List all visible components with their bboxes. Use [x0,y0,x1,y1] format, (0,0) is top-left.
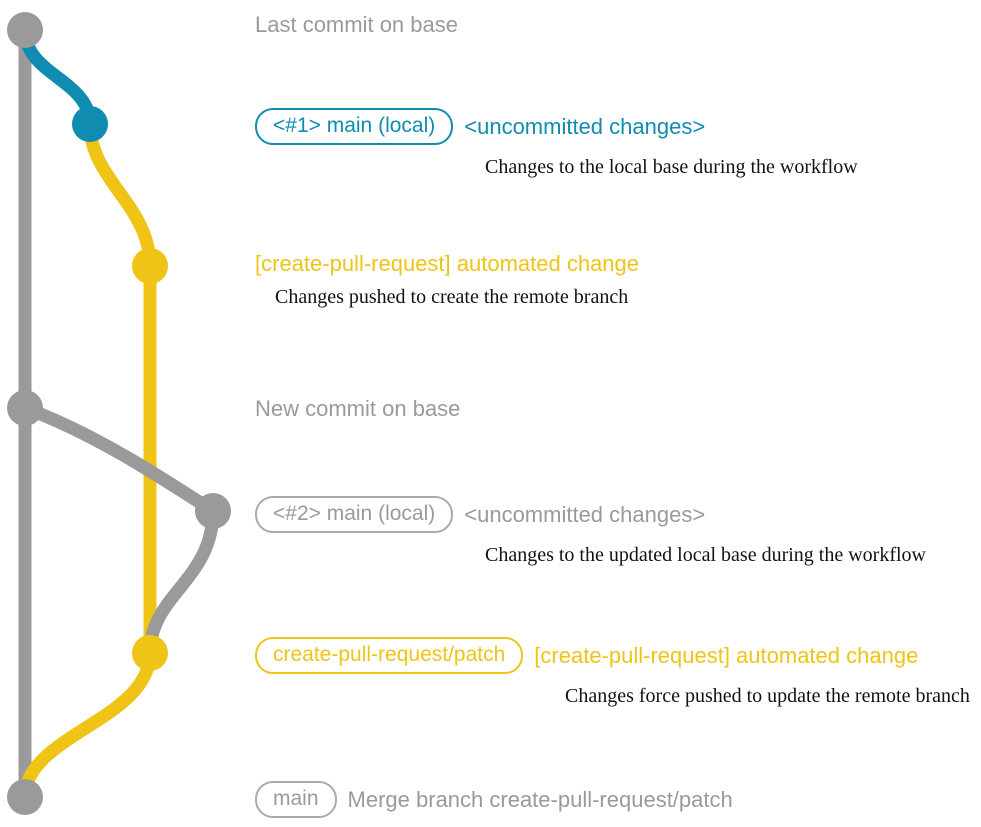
commit-note-local-uncommitted-1: Changes to the local base during the wor… [485,156,858,178]
commit-subject-last-commit-on-base: Last commit on base [255,12,458,37]
commit-node-new-commit-on-base[interactable] [7,390,43,426]
commit-subject-local-uncommitted-1: <uncommitted changes> [464,113,706,139]
commit-row-local-uncommitted-1: <#1> main (local) <uncommitted changes> Ch… [255,108,858,177]
ref-badge-merge-commit[interactable]: main [255,781,337,818]
commit-node-local-uncommitted-1[interactable] [72,106,108,142]
graph-edge [18,401,220,518]
commit-row-merge-commit: main Merge branch create-pull-request/pat… [255,781,733,818]
commit-node-local-uncommitted-2[interactable] [195,493,231,529]
commit-row-local-uncommitted-2: <#2> main (local) <uncommitted changes> Ch… [255,496,926,565]
commit-subject-local-uncommitted-2: <uncommitted changes> [464,501,706,527]
commit-row-head: main Merge branch create-pull-request/pat… [255,781,733,818]
commit-subject-merge-commit: Merge branch create-pull-request/patch [347,786,733,812]
commit-row-head: create-pull-request/patch [create-pull-re… [255,637,970,674]
commit-row-head: Last commit on base [255,14,458,36]
commit-row-head: <#1> main (local) <uncommitted changes> [255,108,858,145]
commit-row-automated-change-force-push: create-pull-request/patch [create-pull-re… [255,637,970,706]
commit-row-head: New commit on base [255,398,460,420]
ref-badge-local-uncommitted-2[interactable]: <#2> main (local) [255,496,454,533]
ref-badge-local-uncommitted-1[interactable]: <#1> main (local) [255,108,454,145]
commit-node-merge-commit[interactable] [7,779,43,815]
graph-edge [18,646,157,804]
ref-badge-automated-change-force-push[interactable]: create-pull-request/patch [255,637,524,674]
commit-note-automated-change-create: Changes pushed to create the remote bran… [275,286,629,308]
commit-node-automated-change-force-push[interactable] [132,635,168,671]
commit-row-head: [create-pull-request] automated change [255,253,639,275]
graph-nodes [7,12,231,815]
commit-row-head: <#2> main (local) <uncommitted changes> [255,496,926,533]
commit-subject-automated-change-force-push: [create-pull-request] automated change [534,642,919,668]
commit-note-automated-change-force-push: Changes force pushed to update the remot… [565,685,970,707]
graph-edge [83,117,157,273]
commit-row-last-commit-on-base: Last commit on base [255,14,458,36]
commit-subject-automated-change-create: [create-pull-request] automated change [255,251,640,276]
commit-subject-new-commit-on-base: New commit on base [255,396,461,421]
commit-node-automated-change-create[interactable] [132,248,168,284]
commit-row-new-commit-on-base: New commit on base [255,398,460,420]
graph-edge [143,504,220,660]
commit-note-local-uncommitted-2: Changes to the updated local base during… [485,544,926,566]
commit-node-last-commit-on-base[interactable] [7,12,43,48]
